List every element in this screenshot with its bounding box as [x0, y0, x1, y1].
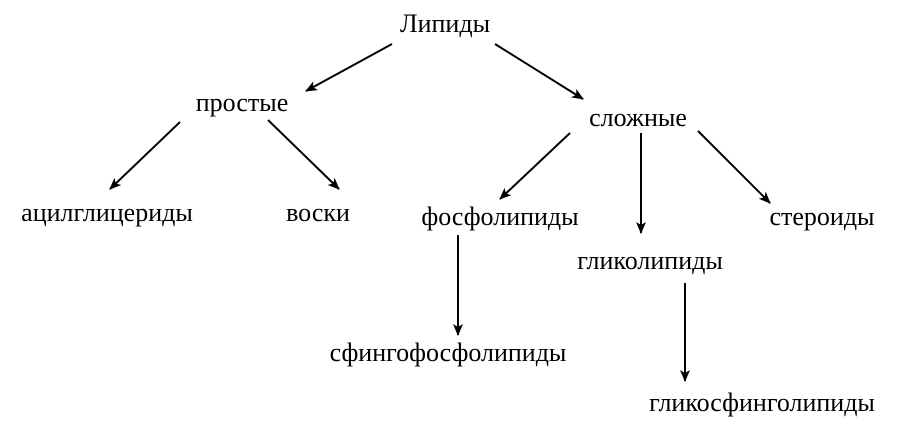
arrow-complex-to-phospholipids: [499, 132, 571, 200]
node-complex: сложные: [589, 103, 687, 132]
node-steroids: стероиды: [769, 202, 875, 231]
node-acylglycerides: ацилглицериды: [21, 198, 193, 227]
node-glycolipids: гликолипиды: [577, 246, 723, 275]
arrow-complex-to-steroids: [697, 130, 771, 204]
arrow-simple-to-acylglycerides: [109, 121, 181, 190]
node-waxes: воски: [286, 198, 350, 227]
node-sphingophospholipids: сфингофосфолипиды: [329, 338, 567, 367]
node-simple: простые: [195, 88, 289, 117]
node-phospholipids: фосфолипиды: [421, 202, 579, 231]
node-lipids: Липиды: [399, 9, 491, 38]
arrow-simple-to-waxes: [267, 119, 340, 190]
node-glycosphingolipids: гликосфинголипиды: [649, 388, 875, 417]
arrow-root-to-simple: [305, 43, 393, 92]
arrow-root-to-complex: [494, 43, 584, 100]
